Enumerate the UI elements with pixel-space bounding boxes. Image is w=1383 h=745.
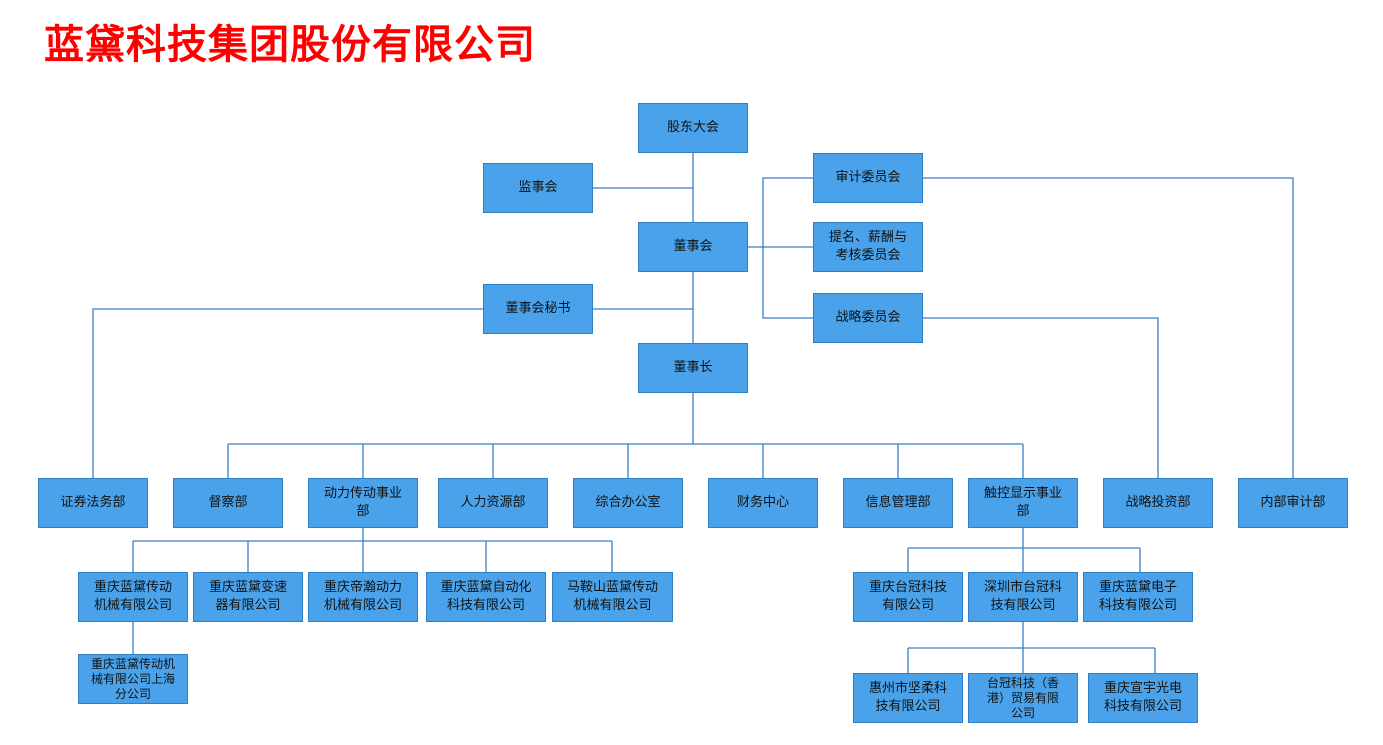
- node-sub-cq-automation: 重庆蓝黛自动化 科技有限公司: [426, 572, 546, 622]
- node-dept-finance: 财务中心: [708, 478, 818, 528]
- node-dept-general-office: 综合办公室: [573, 478, 683, 528]
- node-dept-info-mgmt: 信息管理部: [843, 478, 953, 528]
- node-audit-committee: 审计委员会: [813, 153, 923, 203]
- node-sub-taiguan-hk: 台冠科技（香 港）贸易有限 公司: [968, 673, 1078, 723]
- line-secretary-to-securities: [92, 308, 483, 478]
- line-strategy-to-investment: [923, 317, 1159, 478]
- node-sub-mas-transmission: 马鞍山蓝黛传动 机械有限公司: [552, 572, 673, 622]
- node-dept-strategic-investment: 战略投资部: [1103, 478, 1213, 528]
- node-sub-cq-xuanyu: 重庆宣宇光电 科技有限公司: [1088, 673, 1198, 723]
- node-sub-cq-dihan: 重庆帝瀚动力 机械有限公司: [308, 572, 418, 622]
- node-dept-internal-audit: 内部审计部: [1238, 478, 1348, 528]
- line-committee-bracket: [762, 177, 813, 319]
- node-chairman: 董事长: [638, 343, 748, 393]
- node-dept-supervision: 督察部: [173, 478, 283, 528]
- node-dept-power-transmission: 动力传动事业 部: [308, 478, 418, 528]
- line-audit-to-internal-audit: [923, 177, 1294, 478]
- node-dept-touch-display: 触控显示事业 部: [968, 478, 1078, 528]
- node-dept-securities-legal: 证券法务部: [38, 478, 148, 528]
- node-sub-cq-gearbox: 重庆蓝黛变速 器有限公司: [193, 572, 303, 622]
- company-title: 蓝黛科技集团股份有限公司: [44, 22, 536, 68]
- node-dept-hr: 人力资源部: [438, 478, 548, 528]
- node-sub-cq-taiguan: 重庆台冠科技 有限公司: [853, 572, 963, 622]
- node-nomination-committee: 提名、薪酬与 考核委员会: [813, 222, 923, 272]
- node-board-of-directors: 董事会: [638, 222, 748, 272]
- node-sub-shanghai-branch: 重庆蓝黛传动机 械有限公司上海 分公司: [78, 654, 188, 704]
- node-board-secretary: 董事会秘书: [483, 284, 593, 334]
- node-sub-sz-taiguan: 深圳市台冠科 技有限公司: [968, 572, 1078, 622]
- node-shareholders-meeting: 股东大会: [638, 103, 748, 153]
- node-sub-cq-transmission: 重庆蓝黛传动 机械有限公司: [78, 572, 188, 622]
- node-sub-cq-electronics: 重庆蓝黛电子 科技有限公司: [1083, 572, 1193, 622]
- node-strategy-committee: 战略委员会: [813, 293, 923, 343]
- node-supervisory-board: 监事会: [483, 163, 593, 213]
- node-sub-hz-jianrou: 惠州市坚柔科 技有限公司: [853, 673, 963, 723]
